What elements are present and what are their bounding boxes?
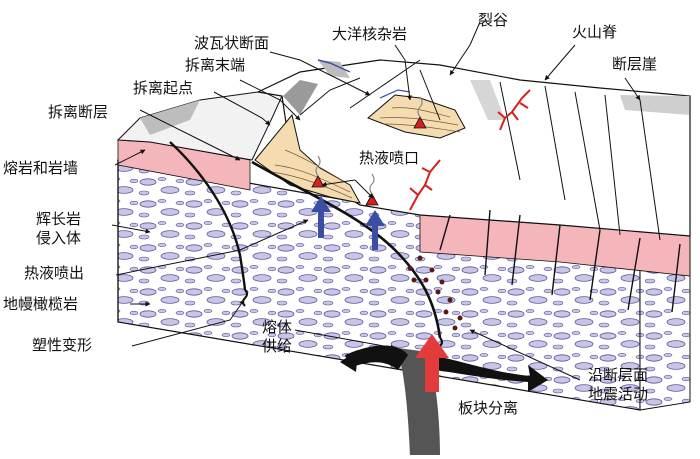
left-fault-curve xyxy=(169,141,247,291)
label-hydrothermal-vent: 热液喷口 xyxy=(359,149,420,167)
hydrothermal-vent-icon xyxy=(413,116,427,129)
label-fault-scarp: 断层崖 xyxy=(612,55,658,73)
detachment-fault-curve xyxy=(251,160,442,339)
label-fault-seismicity: 沿断层面 地震活动 xyxy=(588,366,649,403)
hydrothermal-upflow-arrow xyxy=(311,196,385,250)
scarp-shadow xyxy=(470,80,505,120)
label-detachment-start: 拆离起点 xyxy=(133,79,194,97)
label-detachment-surface: 波瓦状断面 xyxy=(194,34,270,52)
label-hydrothermal-outflow: 热液喷出 xyxy=(24,264,85,282)
scarp-shadow xyxy=(283,80,318,115)
hydrothermal-vent-icon xyxy=(311,175,325,188)
label-plate-separation: 板块分离 xyxy=(458,399,519,417)
label-volcanic-ridge: 火山脊 xyxy=(572,23,618,41)
hydrothermal-vent-icon xyxy=(365,193,379,206)
scarp-shadow xyxy=(318,60,350,78)
detachment-surface-2 xyxy=(367,94,466,139)
label-oceanic-core-complex: 大洋核杂岩 xyxy=(332,25,408,43)
label-lava-dikes: 熔岩和岩墙 xyxy=(3,159,79,177)
volcanic-ridge-lines xyxy=(409,89,531,211)
dike-lines xyxy=(439,209,681,313)
leader-lines xyxy=(111,21,641,381)
label-detachment-end: 拆离末端 xyxy=(185,56,246,74)
left-separation-arrow-body xyxy=(345,345,408,370)
label-detachment-fault: 拆离断层 xyxy=(48,103,109,121)
label-melt-supply: 熔体 供给 xyxy=(262,318,293,355)
label-mantle-peridotite: 地幔橄榄岩 xyxy=(3,295,79,313)
seismic-dots xyxy=(407,255,463,331)
corrugation-lines xyxy=(271,107,461,199)
left-separation-arrow-icon xyxy=(340,350,358,372)
melt-supply-arrow-icon xyxy=(415,334,449,392)
vent-plume-icon xyxy=(315,96,423,195)
label-gabbro-intrusion: 辉长岩 侵入体 xyxy=(36,210,82,247)
scarp-shadow xyxy=(140,100,200,135)
label-plastic-deformation: 塑性变形 xyxy=(32,336,93,354)
right-separation-arrow-icon xyxy=(430,355,548,392)
label-rift-valley: 裂谷 xyxy=(478,11,509,29)
fault-scarp-lines xyxy=(299,59,661,241)
